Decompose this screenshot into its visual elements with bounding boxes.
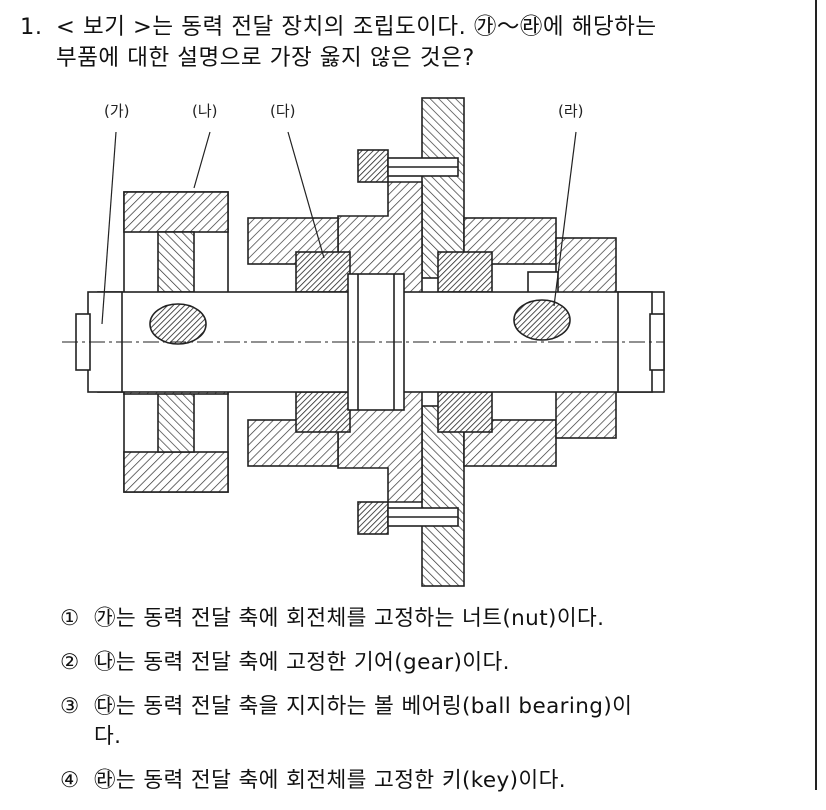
bearing-left [295,251,351,293]
question-line-1: < 보기 >는 동력 전달 장치의 조립도이다. ㉮～㉱에 해당하는 [56,14,657,40]
choice-marker: ① [60,606,80,631]
choice-1[interactable]: ① ㉮는 동력 전달 축에 회전체를 고정하는 너트(nut)이다. [60,604,760,634]
label-na: (나) [192,102,218,120]
choice-text: ㉰는 동력 전달 축을 지지하는 볼 베어링(ball bearing)이 [94,694,633,719]
choice-2[interactable]: ② ㉯는 동력 전달 축에 고정한 기어(gear)이다. [60,648,760,678]
choice-text-continued: 다. [94,724,122,749]
question-number: 1. [20,14,43,40]
wall-plate-top [421,97,465,279]
key-left [149,303,207,345]
assembly-drawing: (가) (나) (다) (라) [62,97,665,587]
question-line-2: 부품에 대한 설명으로 가장 옳지 않은 것은? [56,45,475,71]
wall-plate-bottom [421,405,465,587]
choice-text: ㉯는 동력 전달 축에 고정한 기어(gear)이다. [94,650,510,675]
choice-3[interactable]: ③ ㉰는 동력 전달 축을 지지하는 볼 베어링(ball bearing)이 다… [60,692,760,752]
choice-list: ① ㉮는 동력 전달 축에 회전체를 고정하는 너트(nut)이다. ② ㉯는 동력… [60,604,760,810]
page-border [815,0,817,790]
label-ra: (라) [558,102,584,120]
key-right [513,299,571,341]
label-ga: (가) [104,102,130,120]
bearing-right [437,251,493,293]
choice-marker: ③ [60,694,80,719]
choice-text: ㉱는 동력 전달 축에 회전체를 고정한 키(key)이다. [94,768,567,793]
choice-marker: ④ [60,768,80,793]
choice-marker: ② [60,650,80,675]
question: 1. < 보기 >는 동력 전달 장치의 조립도이다. ㉮～㉱에 해당하는 부품에… [20,12,780,74]
choice-4[interactable]: ④ ㉱는 동력 전달 축에 회전체를 고정한 키(key)이다. [60,766,760,796]
choice-text: ㉮는 동력 전달 축에 회전체를 고정하는 너트(nut)이다. [94,606,605,631]
label-da: (다) [270,102,296,120]
